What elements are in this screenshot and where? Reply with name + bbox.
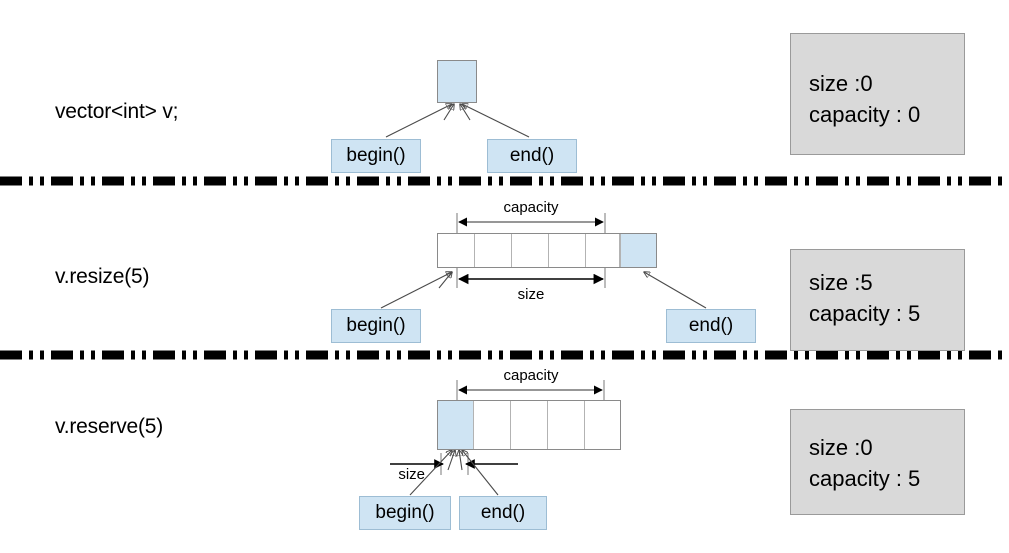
array-cell [474, 401, 511, 449]
info-capacity-construct: capacity : 0 [809, 102, 921, 127]
callout-begin-reserve[interactable]: begin() [359, 496, 451, 530]
info-panel-reserve: size :0 capacity : 5 [790, 409, 965, 515]
info-capacity-resize: capacity : 5 [809, 301, 921, 326]
code-label-resize: v.resize(5) [55, 265, 150, 288]
dimension-label-capacity-resize: capacity [503, 199, 559, 216]
callout-begin-construct[interactable]: begin() [331, 139, 421, 173]
array-cell-filled [620, 234, 656, 267]
array-cell-filled [438, 401, 474, 449]
info-panel-resize: size :5 capacity : 5 [790, 249, 965, 351]
callout-end-construct[interactable]: end() [487, 139, 577, 173]
info-size-construct: size :0 [809, 71, 873, 96]
vector-array-resize [437, 233, 657, 268]
info-size-resize: size :5 [809, 270, 873, 295]
array-cell [438, 234, 475, 267]
array-cell [549, 234, 586, 267]
array-cell [548, 401, 585, 449]
array-cell [586, 234, 620, 267]
dimension-label-size-resize: size [517, 286, 545, 303]
array-cell [475, 234, 512, 267]
array-cell [511, 401, 548, 449]
row-resize-size-dimension [456, 267, 606, 288]
info-capacity-reserve: capacity : 5 [809, 466, 921, 491]
row-construct-leaders [385, 104, 530, 138]
callout-end-resize[interactable]: end() [666, 309, 756, 343]
info-panel-construct: size :0 capacity : 0 [790, 33, 965, 155]
array-cell [585, 401, 620, 449]
info-size-reserve: size :0 [809, 435, 873, 460]
callout-begin-resize[interactable]: begin() [331, 309, 421, 343]
array-cell [512, 234, 549, 267]
dimension-label-size-reserve: size [398, 466, 425, 483]
row-resize-capacity-dimension [456, 213, 606, 233]
callout-end-reserve[interactable]: end() [459, 496, 547, 530]
code-label-construct: vector<int> v; [55, 100, 179, 123]
vector-array-reserve [437, 400, 621, 450]
dimension-label-capacity-reserve: capacity [503, 367, 559, 384]
code-label-reserve: v.reserve(5) [55, 415, 164, 438]
vector-cell-construct [437, 60, 477, 103]
